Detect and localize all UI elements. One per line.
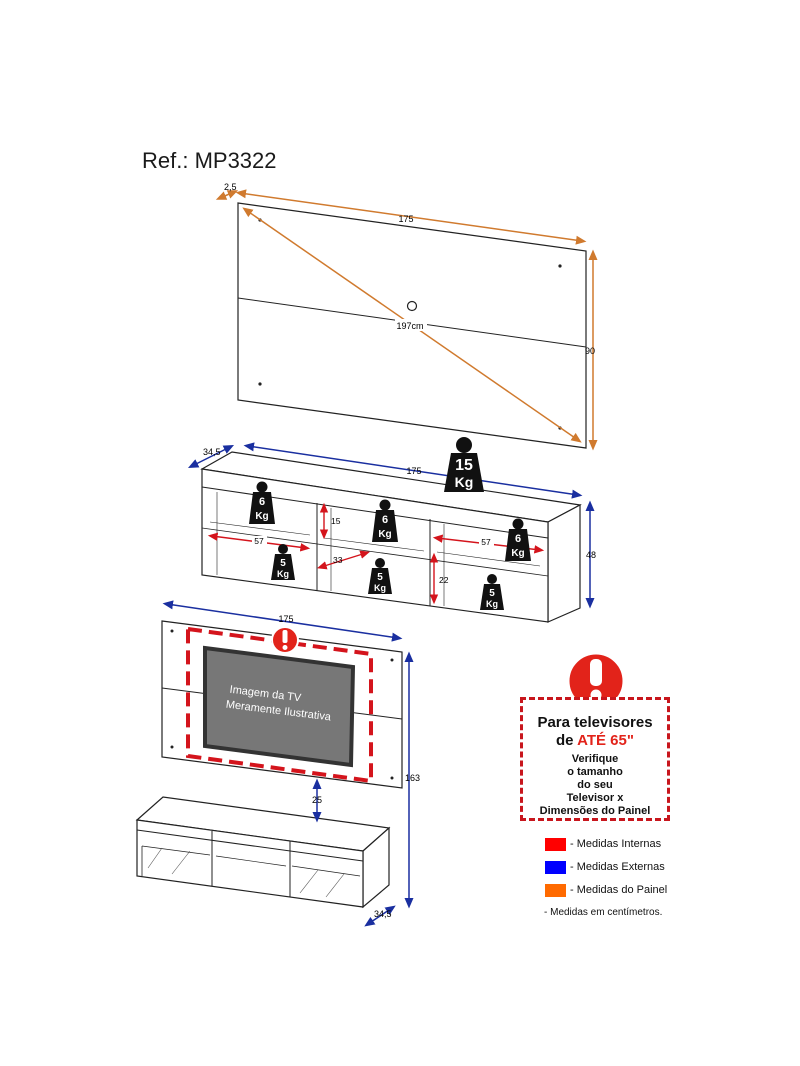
rack-left-inner-label: 57 [254, 536, 264, 546]
assembly-width-dimension [162, 600, 403, 642]
legend-swatch-red [545, 837, 566, 851]
assembly-depth-label: 34,5 [374, 909, 392, 919]
svg-text:6: 6 [515, 533, 521, 545]
notice-subtitle: de ATÉ 65" [556, 732, 634, 749]
weight-tag-shelf-5: 5 Kg [368, 558, 392, 594]
rack-depth-dimension [187, 444, 235, 469]
tv-size-notice: Para televisores de ATÉ 65" Verifique o … [520, 697, 670, 821]
svg-text:Kg: Kg [374, 583, 386, 593]
panel-depth-dimension [215, 190, 239, 200]
assembly-depth-dimension [364, 905, 396, 927]
rack-center-width [316, 550, 371, 570]
rack-drawing: 175 34,5 48 57 57 15 33 22 [187, 442, 596, 623]
rack-height-label: 48 [586, 550, 596, 560]
svg-text:Kg: Kg [511, 548, 524, 559]
notice-size-highlight: ATÉ 65" [577, 732, 634, 749]
weight-tag-shelf-2: 6 Kg [372, 499, 398, 542]
legend-item-panel: - Medidas do Painel [545, 883, 667, 897]
assembly-gap-label: 25 [312, 795, 322, 805]
svg-text:Kg: Kg [455, 474, 474, 490]
svg-text:5: 5 [280, 558, 286, 569]
panel-depth-label: 2,5 [224, 182, 237, 192]
rack-right-inner-label: 57 [481, 537, 491, 547]
weight-tag-shelf-1: 6 Kg [249, 481, 275, 524]
panel-width-label: 175 [398, 214, 413, 224]
weight-tag-shelf-4: 5 Kg [271, 544, 295, 580]
svg-text:5: 5 [377, 572, 383, 583]
legend-swatch-orange [545, 883, 566, 897]
units-note: - Medidas em centímetros. [544, 907, 663, 918]
rack-center-width-label: 33 [333, 555, 343, 565]
svg-text:15: 15 [455, 457, 473, 474]
svg-text:Kg: Kg [486, 599, 498, 609]
rack-width-dimension [243, 442, 583, 499]
assembly-drawing: Imagem da TV Meramente Ilustrativa 175 1… [135, 600, 420, 927]
assembly-width-label: 175 [278, 614, 293, 624]
notice-title: Para televisores [537, 714, 653, 731]
tv-illustration [203, 645, 356, 768]
weight-tag-top: 15 Kg [444, 437, 484, 492]
svg-text:6: 6 [382, 514, 388, 526]
legend-swatch-blue [545, 860, 566, 874]
panel-drawing: 197cm 175 2,5 90 [215, 182, 598, 451]
weight-tag-shelf-6: 5 Kg [480, 574, 504, 610]
tv-zone-outline [186, 626, 373, 784]
notice-body: Verifique o tamanho do seu Televisor x D… [539, 753, 651, 817]
svg-text:Kg: Kg [378, 529, 391, 540]
svg-text:Kg: Kg [277, 569, 289, 579]
svg-text:Kg: Kg [255, 511, 268, 522]
rack-center-upper-label: 15 [331, 516, 341, 526]
rack-width-label: 175 [406, 466, 421, 476]
reference-title: Ref.: MP3322 [142, 148, 277, 173]
svg-text:6: 6 [259, 496, 265, 508]
rack-right-lower-label: 22 [439, 575, 449, 585]
rack-depth-label: 34,5 [203, 447, 221, 457]
warning-icon-small [271, 626, 299, 654]
svg-text:5: 5 [489, 588, 495, 599]
color-legend: - Medidas Internas - Medidas Externas - … [545, 837, 667, 906]
weight-tag-shelf-3: 6 Kg [505, 518, 531, 561]
panel-height-label: 90 [585, 346, 595, 356]
legend-item-internal: - Medidas Internas [545, 837, 667, 851]
panel-diagonal-label: 197cm [396, 321, 423, 331]
legend-item-external: - Medidas Externas [545, 860, 667, 874]
assembly-height-label: 163 [405, 773, 420, 783]
